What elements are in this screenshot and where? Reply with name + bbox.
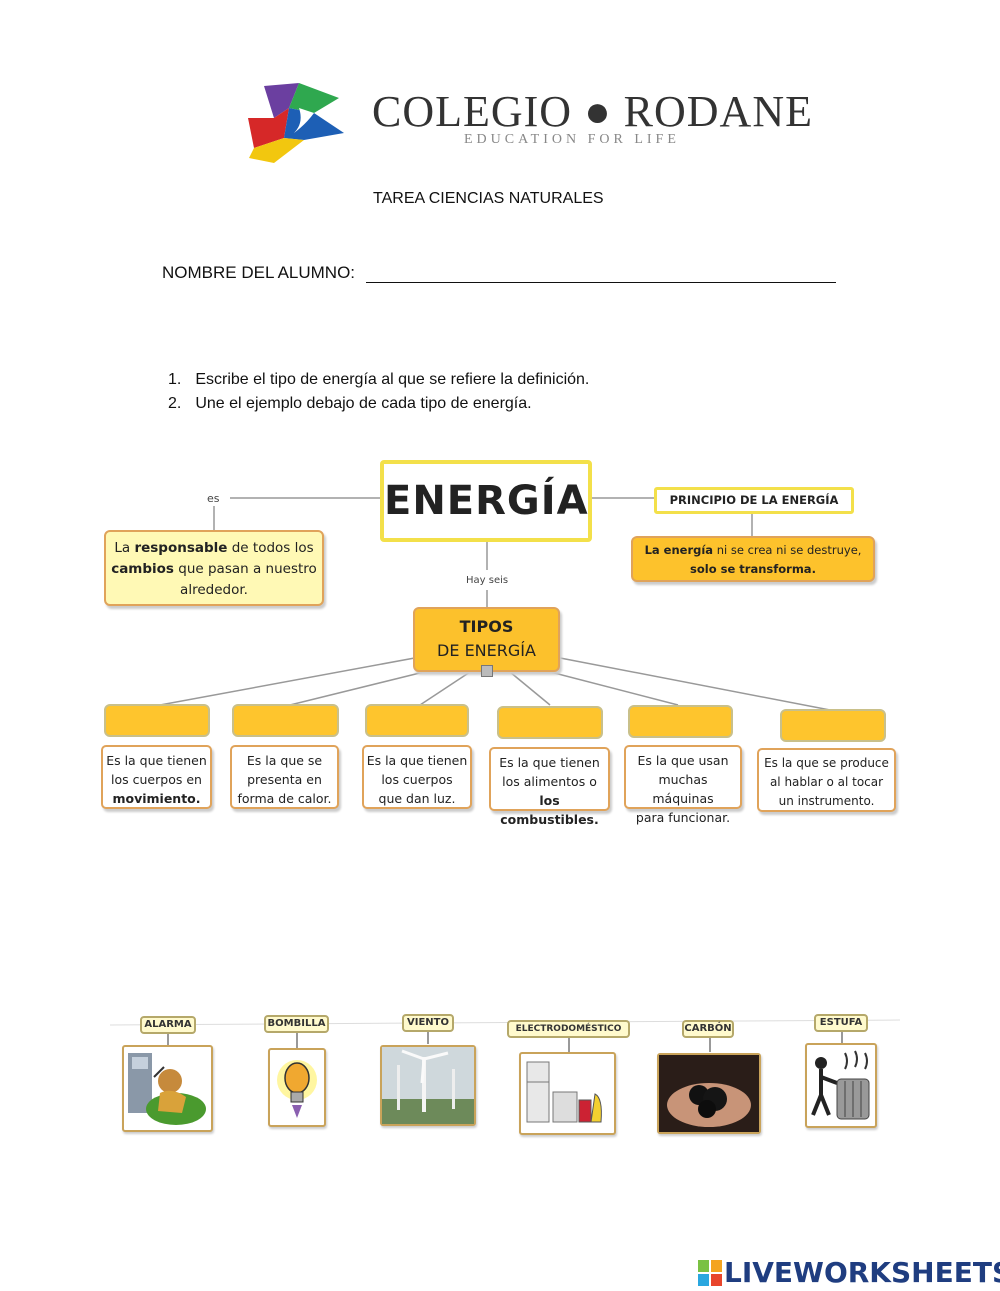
- wind-turbine-picture[interactable]: [380, 1045, 476, 1126]
- principle-title-box: PRINCIPIO DE LA ENERGÍA: [654, 487, 854, 514]
- instruction-2: 2.Une el ejemplo debajo de cada tipo de …: [168, 395, 532, 412]
- example-label-bombilla: BOMBILLA: [264, 1015, 329, 1033]
- hay-seis-label: Hay seis: [466, 575, 509, 586]
- types-box: TIPOS DE ENERGÍA: [413, 607, 560, 672]
- concept-map-connectors: [159, 497, 831, 711]
- school-logo: COLEGIO ● RODANE EDUCATION FOR LIFE: [244, 78, 812, 168]
- heater-picture[interactable]: [805, 1043, 877, 1128]
- answer-box-1[interactable]: [104, 704, 210, 737]
- appliances-picture[interactable]: [519, 1052, 616, 1135]
- school-name: COLEGIO ● RODANE: [372, 87, 813, 136]
- school-tagline: EDUCATION FOR LIFE: [464, 132, 680, 147]
- example-label-electrodomestico: ELECTRODOMÉSTICO: [507, 1020, 630, 1038]
- es-label: es: [207, 492, 220, 505]
- light-bulb-picture[interactable]: [268, 1048, 326, 1127]
- liveworksheets-emblem-icon: [698, 1260, 722, 1286]
- coal-picture[interactable]: [657, 1053, 761, 1134]
- instruction-1: 1.Escribe el tipo de energía al que se r…: [168, 371, 590, 388]
- example-label-alarma: ALARMA: [140, 1016, 196, 1034]
- example-label-estufa: ESTUFA: [814, 1014, 868, 1032]
- principle-box: La energía ni se crea ni se destruye, so…: [631, 536, 875, 582]
- page-title: TAREA CIENCIAS NATURALES: [373, 190, 604, 207]
- answer-box-3[interactable]: [365, 704, 469, 737]
- examples-connectors: [109, 1019, 901, 1052]
- expand-icon: [481, 665, 493, 677]
- example-label-viento: VIENTO: [402, 1014, 454, 1032]
- student-name-field[interactable]: [366, 281, 836, 283]
- student-name-label: NOMBRE DEL ALUMNO:: [162, 263, 356, 282]
- answer-box-5[interactable]: [628, 705, 733, 738]
- answer-box-6[interactable]: [780, 709, 886, 742]
- example-label-carbon: CARBÓN: [682, 1020, 734, 1038]
- answer-box-2[interactable]: [232, 704, 339, 737]
- school-emblem-icon: [248, 83, 344, 163]
- energy-main-title: ENERGÍA: [384, 478, 589, 524]
- energy-main-box: ENERGÍA: [380, 460, 592, 542]
- energy-definition-box: La responsable de todos los cambios que …: [104, 530, 324, 606]
- alarm-picture[interactable]: [122, 1045, 213, 1132]
- answer-box-4[interactable]: [497, 706, 603, 739]
- liveworksheets-brand: LIVEWORKSHEETS: [724, 1256, 1000, 1289]
